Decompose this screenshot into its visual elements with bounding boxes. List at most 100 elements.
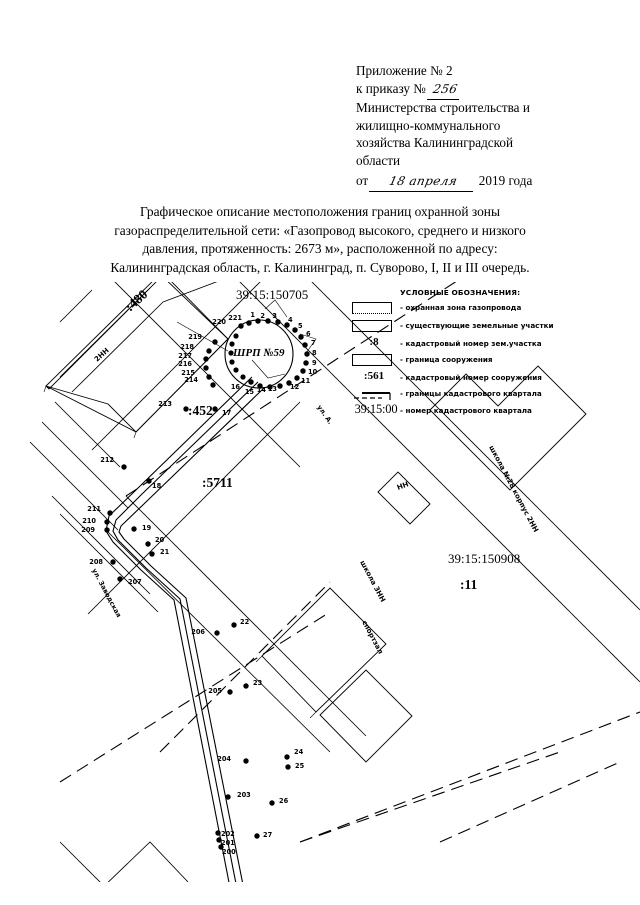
boundary-point-dot [265, 318, 271, 324]
legend-symbol-parcel-number: :8 [369, 336, 379, 348]
boundary-point-label: 14 [257, 386, 267, 394]
boundary-point-label: 18 [152, 482, 162, 490]
boundary-point-dot [257, 383, 263, 389]
boundary-point-dot [254, 833, 260, 839]
quarter-border-icon [354, 392, 391, 400]
boundary-point-label: 216 [178, 360, 192, 368]
boundary-point-dot [206, 374, 212, 380]
order-prefix: к приказу № [356, 80, 430, 96]
map-svg: .pl{fill:none;stroke:#000;stroke-width:.… [29, 282, 640, 882]
ministry-line-3: хозяйства Калининградской [356, 135, 514, 151]
boundary-point-dot [215, 830, 221, 836]
boundary-point-label: 220 [212, 318, 226, 326]
boundary-point-label: 23 [253, 679, 263, 687]
parcel-number: :480 [122, 286, 151, 314]
shrp-label: ШРП №59 [232, 347, 285, 359]
boundary-point-label: 8 [312, 349, 317, 357]
parcel-number: :11 [460, 577, 478, 592]
legend-symbol-structure-number: :561 [363, 370, 385, 382]
boundary-point-label: 221 [228, 314, 242, 322]
boundary-point-label: 200 [222, 848, 236, 856]
boundary-point-dot [146, 478, 152, 484]
order-number-handwritten: 256 [427, 80, 464, 100]
boundary-point-label: 211 [87, 505, 101, 513]
boundary-point-dot [284, 322, 290, 328]
boundary-point-label: 210 [82, 517, 96, 525]
document-title: Графическое описание местоположения гран… [62, 203, 578, 277]
boundary-point-label: 20 [155, 536, 165, 544]
quarter-label: 39:15:150705 [236, 287, 308, 302]
boundary-point-label: 15 [245, 388, 255, 396]
legend-heading: УСЛОВНЫЕ ОБОЗНАЧЕНИЯ: [400, 288, 521, 297]
boundary-point-dot [145, 541, 151, 547]
boundary-point-dot [284, 754, 290, 760]
boundary-point-dot [218, 844, 224, 850]
boundary-point-dot [214, 630, 220, 636]
boundary-point-label: 201 [221, 839, 235, 847]
title-line-2: газораспределительной сети: «Газопровод … [114, 222, 526, 238]
boundary-point-dot [225, 794, 231, 800]
boundary-point-dot [212, 339, 218, 345]
boundary-point-label: 25 [295, 762, 305, 770]
date-year: 2019 года [478, 172, 533, 188]
boundary-point-dot [203, 365, 209, 371]
parcel-number-labels: :480 :452 :5711 :11 [122, 286, 478, 592]
legend-symbol-existing-parcels [352, 320, 392, 332]
building-label: 2НН [93, 346, 111, 363]
boundary-point-label: 2 [260, 312, 265, 320]
boundary-point-dot [294, 375, 300, 381]
street-labels: ул. А. ул. Заводская [90, 404, 334, 619]
boundary-point-label: 217 [178, 352, 192, 360]
boundary-point-dot [298, 334, 304, 340]
street-label: ул. Заводская [90, 567, 122, 619]
boundary-point-label: 215 [181, 369, 195, 377]
boundary-point-dot [110, 559, 116, 565]
cadastral-quarter-labels: 39:15:150705 39:15:150908 [236, 287, 520, 566]
boundary-point-label: 9 [312, 359, 317, 367]
parcel-number: :452 [188, 403, 213, 418]
boundary-point-label: 3 [272, 312, 277, 320]
boundary-point-dot [131, 526, 137, 532]
boundary-point-label: 24 [294, 748, 304, 756]
boundary-point-label: 22 [240, 618, 250, 626]
boundary-point-label: 204 [217, 755, 231, 763]
boundary-point-label: 213 [158, 400, 172, 408]
boundary-point-dot [300, 368, 306, 374]
boundary-point-dot [238, 323, 244, 329]
parcel-number: :5711 [202, 475, 233, 490]
title-line-4: Калининградская область, г. Калининград,… [110, 259, 530, 275]
boundary-point-dot [248, 379, 254, 385]
boundary-point-label: 13 [268, 385, 278, 393]
legend-symbol-structure-border [352, 354, 392, 366]
boundary-point-dot [227, 689, 233, 695]
building-label: школа №28 корпус 2НН [487, 444, 540, 534]
boundary-point-label: 26 [279, 797, 289, 805]
boundary-point-label: 27 [263, 831, 273, 839]
boundary-point-label: 207 [128, 578, 142, 586]
boundary-point-dot [243, 683, 249, 689]
legend-symbol-quarter-border [352, 388, 396, 407]
boundary-point-dot [269, 800, 275, 806]
boundary-point-label: 214 [184, 376, 198, 384]
boundary-point-dot [206, 348, 212, 354]
boundary-point-label: 206 [191, 628, 205, 636]
boundary-point-dot [107, 510, 113, 516]
legend-label-existing-parcels: - существующие земельные участки [400, 321, 554, 330]
boundary-point-dot [121, 464, 127, 470]
boundary-point-dot [303, 360, 309, 366]
boundary-point-dot [277, 383, 283, 389]
boundary-point-label: 212 [100, 456, 114, 464]
boundary-point-dot [286, 380, 292, 386]
boundary-point-dot [304, 351, 310, 357]
boundary-point-label: 209 [81, 526, 95, 534]
boundary-point-label: 16 [231, 383, 241, 391]
legend-symbol-protection-zone [352, 302, 392, 314]
boundary-point-label: 11 [301, 377, 311, 385]
boundary-point-dot [149, 551, 155, 557]
boundary-point-dot [285, 764, 291, 770]
appendix-header: Приложение № 2 к приказу № 256 Министерс… [356, 62, 621, 192]
title-line-1: Графическое описание местоположения гран… [140, 204, 500, 219]
boundary-point-label: 12 [290, 383, 300, 391]
